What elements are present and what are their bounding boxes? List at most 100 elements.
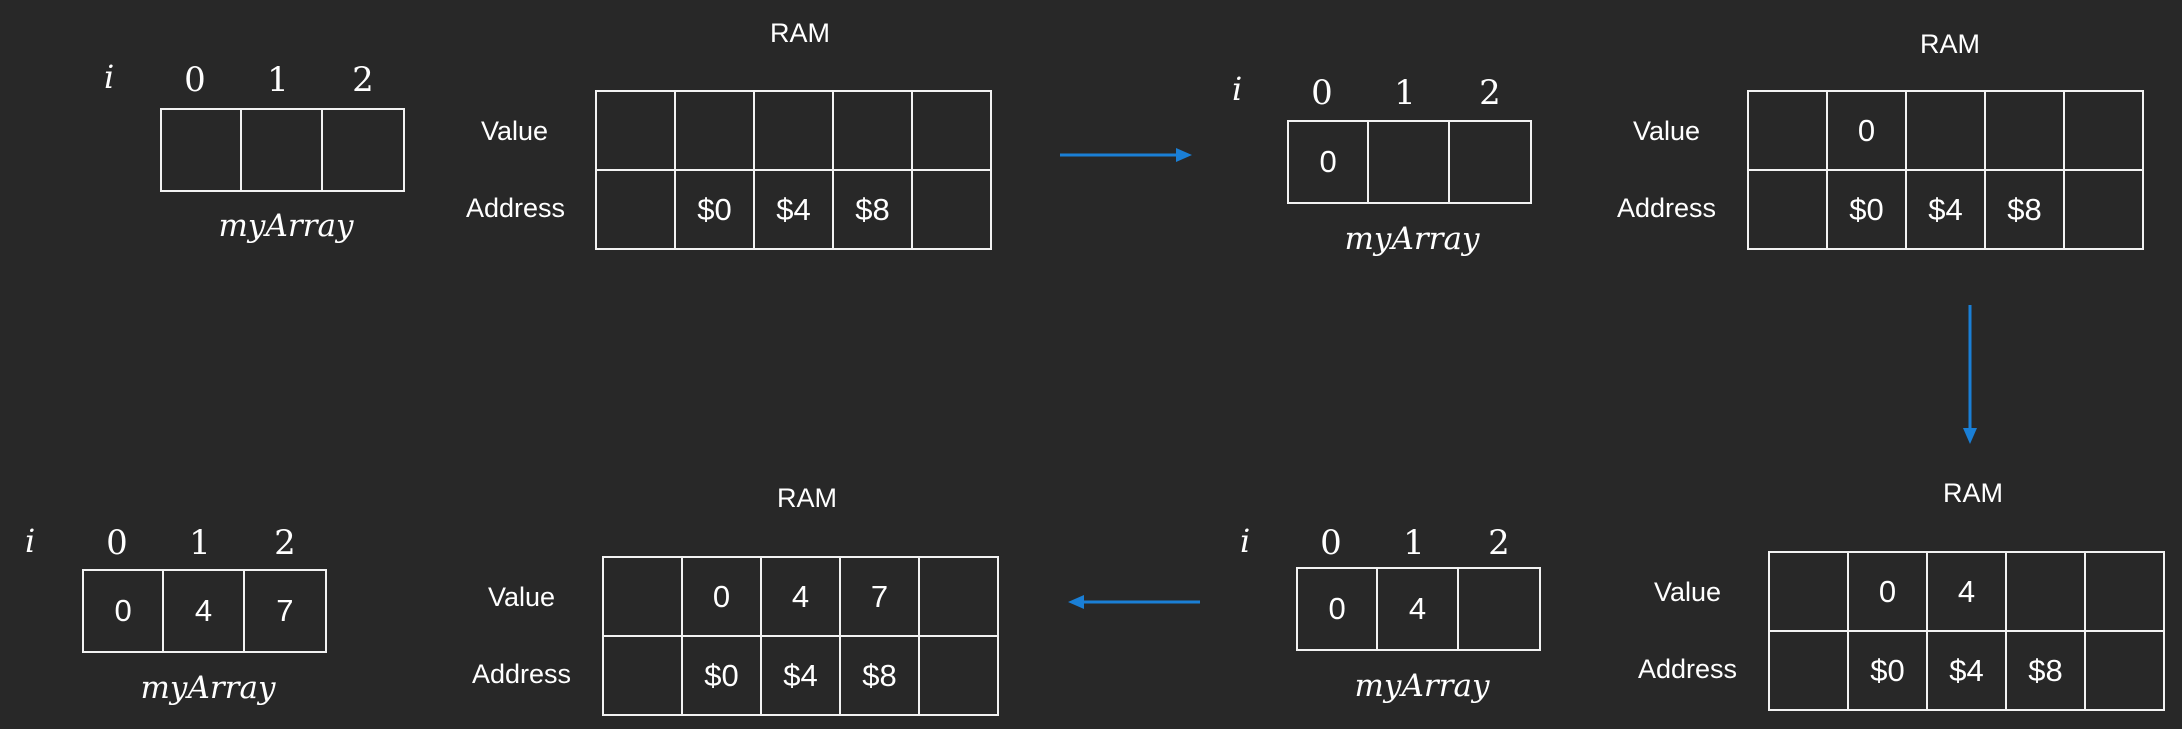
ram-address-cell: $4 xyxy=(1905,169,1986,250)
ram-address-row: $0 $4 $8 xyxy=(602,635,999,716)
array-name: myArray xyxy=(218,208,354,244)
index-variable-label: i xyxy=(25,522,36,560)
index-label-0: 0 xyxy=(1311,73,1333,113)
address-row-label: Address xyxy=(471,659,571,689)
ram-value-cell xyxy=(753,90,834,171)
ram-value-cell xyxy=(832,90,913,171)
ram-address-cell: $8 xyxy=(2005,630,2086,711)
ram-value-row: 0 xyxy=(1747,90,2144,171)
index-label-1: 1 xyxy=(1403,523,1425,563)
ram-address-cell: $0 xyxy=(1826,169,1907,250)
arrow-left-icon xyxy=(1068,595,1200,609)
ram-address-cell: $0 xyxy=(681,635,762,716)
array-cell-1: 4 xyxy=(164,571,245,651)
ram-address-cell xyxy=(2063,169,2144,250)
ram-value-cell: 0 xyxy=(1826,90,1907,171)
array-cell-1 xyxy=(1369,122,1450,202)
ram-value-cell xyxy=(911,90,992,171)
ram-table: 0 $0 $4 $8 xyxy=(1747,90,2144,250)
array-cell-0: 0 xyxy=(1298,569,1379,649)
ram-address-row: $0 $4 $8 xyxy=(1768,630,2165,711)
ram-address-cell: $8 xyxy=(832,169,913,250)
ram-address-cell xyxy=(595,169,676,250)
array-boxes: 0 4 xyxy=(1296,567,1541,651)
ram-value-cell xyxy=(1768,551,1849,632)
value-row-label: Value xyxy=(487,582,555,612)
ram-value-cell xyxy=(1984,90,2065,171)
address-row-label: Address xyxy=(465,193,565,223)
ram-value-cell xyxy=(602,556,683,637)
array-name: myArray xyxy=(1354,668,1490,704)
arrow-down-icon xyxy=(1963,305,1977,444)
ram-table: 0 4 7 $0 $4 $8 xyxy=(602,556,999,716)
array-cell-2: 7 xyxy=(276,593,294,628)
address-row-label: Address xyxy=(1616,193,1716,223)
index-label-0: 0 xyxy=(1320,523,1342,563)
ram-address-cell xyxy=(602,635,683,716)
ram-value-cell: 0 xyxy=(681,556,762,637)
array-boxes xyxy=(160,108,405,192)
ram-address-cell xyxy=(911,169,992,250)
index-label-1: 1 xyxy=(267,60,289,100)
ram-value-cell xyxy=(674,90,755,171)
value-row-label: Value xyxy=(1632,116,1700,146)
ram-address-cell: $4 xyxy=(753,169,834,250)
index-label-2: 2 xyxy=(1479,73,1501,113)
index-label-2: 2 xyxy=(274,523,296,563)
index-variable-label: i xyxy=(104,58,115,96)
ram-title: RAM xyxy=(1943,478,2003,508)
ram-value-cell: 7 xyxy=(839,556,920,637)
ram-value-cell: 4 xyxy=(1926,551,2007,632)
ram-value-row xyxy=(595,90,992,171)
index-variable-label: i xyxy=(1232,70,1243,108)
ram-value-row: 0 4 xyxy=(1768,551,2165,632)
index-variable-label: i xyxy=(1240,522,1251,560)
ram-address-row: $0 $4 $8 xyxy=(595,169,992,250)
index-label-0: 0 xyxy=(106,523,128,563)
array-cell-0 xyxy=(162,110,243,190)
ram-value-cell: 0 xyxy=(1847,551,1928,632)
ram-value-cell xyxy=(1905,90,1986,171)
ram-address-row: $0 $4 $8 xyxy=(1747,169,2144,250)
arrow-right-icon xyxy=(1060,148,1192,162)
array-boxes: 0 4 7 xyxy=(82,569,327,653)
index-label-1: 1 xyxy=(1394,73,1416,113)
ram-table: $0 $4 $8 xyxy=(595,90,992,250)
array-cell-0: 0 xyxy=(1289,122,1370,202)
array-name: myArray xyxy=(140,670,276,706)
ram-value-cell xyxy=(2063,90,2144,171)
ram-title: RAM xyxy=(770,18,830,48)
ram-table: 0 4 $0 $4 $8 xyxy=(1768,551,2165,711)
ram-address-cell: $8 xyxy=(1984,169,2065,250)
index-label-2: 2 xyxy=(1488,523,1510,563)
array-cell-1: 4 xyxy=(1378,569,1459,649)
array-cell-0: 0 xyxy=(84,571,165,651)
ram-value-cell xyxy=(2084,551,2165,632)
value-row-label: Value xyxy=(480,116,548,146)
ram-value-cell xyxy=(1747,90,1828,171)
array-boxes: 0 xyxy=(1287,120,1532,204)
ram-address-cell: $0 xyxy=(674,169,755,250)
ram-address-cell: $4 xyxy=(760,635,841,716)
ram-address-cell: $4 xyxy=(1926,630,2007,711)
array-name: myArray xyxy=(1344,221,1480,257)
index-label-2: 2 xyxy=(352,60,374,100)
index-label-0: 0 xyxy=(184,60,206,100)
ram-address-cell xyxy=(1768,630,1849,711)
ram-address-cell xyxy=(2084,630,2165,711)
index-label-1: 1 xyxy=(189,523,211,563)
ram-address-cell xyxy=(918,635,999,716)
ram-title: RAM xyxy=(777,483,837,513)
ram-value-row: 0 4 7 xyxy=(602,556,999,637)
ram-address-cell xyxy=(1747,169,1828,250)
array-cell-1 xyxy=(242,110,323,190)
ram-value-cell xyxy=(918,556,999,637)
ram-value-cell: 4 xyxy=(760,556,841,637)
ram-value-cell xyxy=(595,90,676,171)
value-row-label: Value xyxy=(1653,577,1721,607)
address-row-label: Address xyxy=(1637,654,1737,684)
ram-value-cell xyxy=(2005,551,2086,632)
ram-address-cell: $8 xyxy=(839,635,920,716)
ram-address-cell: $0 xyxy=(1847,630,1928,711)
